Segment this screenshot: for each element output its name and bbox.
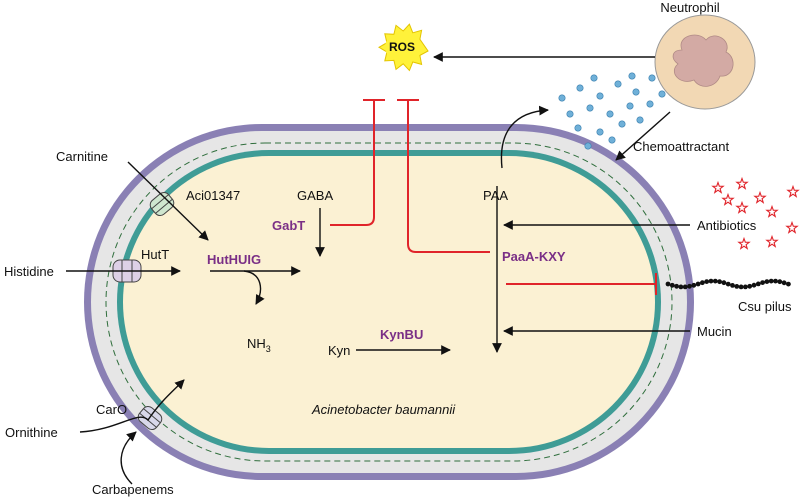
- neutrophil-label: Neutrophil: [660, 0, 719, 15]
- nh3-subscript: 3: [266, 344, 271, 354]
- arrow-carbapenems: [120, 431, 137, 485]
- carbapenems-label: Carbapenems: [92, 482, 174, 497]
- pilus-bead: [738, 284, 744, 290]
- pilus-bead: [704, 279, 710, 284]
- pilus-bead: [777, 279, 783, 285]
- csu-pilus: [665, 278, 791, 290]
- pilus-bead: [687, 283, 692, 289]
- pilus-bead: [691, 282, 697, 288]
- arrow-ornithine: [79, 379, 185, 433]
- chemoattractant-dots: [558, 72, 666, 150]
- periplasm-dashed-line: [105, 142, 673, 462]
- mucin-label: Mucin: [697, 324, 732, 339]
- histidine-label: Histidine: [4, 264, 54, 279]
- pilus-bead: [755, 281, 761, 287]
- pilus-bead: [708, 278, 714, 284]
- carnitine-label: Carnitine: [56, 149, 108, 164]
- bacterial-cell: [84, 124, 694, 480]
- pilus-bead: [764, 279, 770, 284]
- gaba-label: GABA: [297, 188, 333, 203]
- pilus-bead: [734, 284, 740, 289]
- ornithine-label: Ornithine: [5, 425, 58, 440]
- pilus-bead: [721, 280, 727, 286]
- pilus-bead: [725, 281, 731, 287]
- inhibition-lines: [330, 99, 657, 295]
- hutuig-label: HutHUIG: [207, 252, 261, 267]
- gabt-inhibits-ros: [330, 100, 375, 226]
- pilus-bead: [773, 278, 778, 284]
- chemoattractant-label: Chemoattractant: [633, 139, 729, 154]
- nh3-main: NH: [247, 336, 266, 351]
- pilus-bead: [669, 282, 675, 288]
- pilus-bead: [695, 281, 701, 287]
- pilus-bead: [747, 283, 753, 289]
- ros-label: ROS: [389, 40, 415, 54]
- paa-label: PAA: [483, 188, 508, 203]
- pilus-bead: [781, 280, 787, 286]
- ros-burst: ROS: [378, 23, 429, 72]
- pilus-bead: [730, 283, 735, 288]
- pilus-bead: [678, 284, 684, 290]
- neutrophil-cell: Neutrophil: [654, 0, 756, 110]
- cytoplasm: [123, 156, 655, 448]
- pilus-bead: [700, 280, 705, 286]
- pilus-bead: [712, 278, 718, 284]
- caro-label: CarO: [96, 402, 127, 417]
- kyn-label: Kyn: [328, 343, 350, 358]
- pilus-bead: [786, 281, 791, 287]
- paaa-inhibits-ros: [407, 100, 490, 253]
- gabt-label: GabT: [272, 218, 305, 233]
- pilus-bead: [665, 281, 671, 287]
- csu-pilus-label: Csu pilus: [738, 299, 792, 314]
- nh3-label: NH3: [247, 336, 271, 354]
- aci01347-label: Aci01347: [186, 188, 240, 203]
- kynbu-label: KynBU: [380, 327, 423, 342]
- antibiotic-stars: [711, 176, 800, 250]
- pilus-bead: [751, 282, 757, 288]
- arrow-paa-to-chemoattractant: [500, 105, 549, 169]
- antibiotics-label: Antibiotics: [697, 218, 757, 233]
- hutt-label: HutT: [141, 247, 169, 262]
- pilus-bead: [743, 284, 748, 290]
- arrow-nh3: [243, 270, 265, 305]
- pilus-bead: [760, 280, 765, 285]
- pilus-bead: [682, 284, 688, 290]
- pilus-bead: [674, 283, 679, 289]
- arrow-carnitine: [127, 161, 209, 241]
- pilus-bead: [768, 278, 774, 284]
- paaa-kxy-label: PaaA-KXY: [502, 249, 566, 264]
- black-arrows: [66, 52, 690, 485]
- neutrophil-nucleus: [672, 34, 734, 87]
- pilus-bead: [717, 279, 722, 285]
- arrow-chemoattractant: [615, 111, 671, 161]
- organism-label: Acinetobacter baumannii: [311, 402, 456, 417]
